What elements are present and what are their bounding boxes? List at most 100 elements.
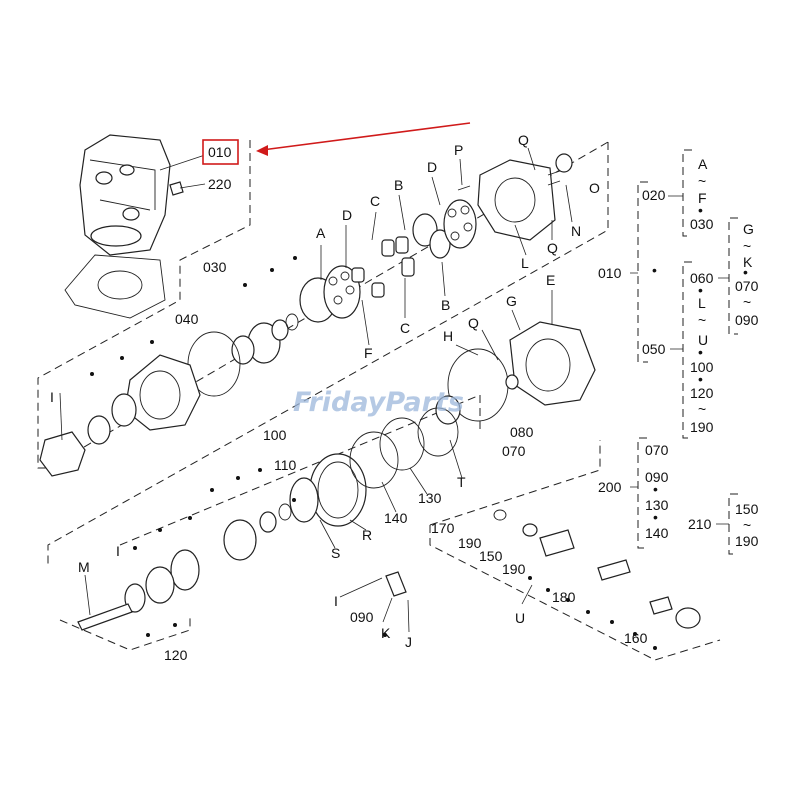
motor-assembly-illustration: [64, 134, 206, 319]
tree-030: 030: [690, 216, 714, 232]
bracket-020: [682, 149, 692, 237]
bracket-060: [728, 217, 738, 335]
label-K: K: [381, 625, 391, 641]
label-G: G: [506, 293, 517, 309]
label-040: 040: [175, 311, 199, 327]
label-T: T: [457, 474, 466, 490]
label-C1: C: [370, 193, 380, 209]
label-160: 160: [624, 630, 648, 646]
label-140: 140: [384, 510, 408, 526]
label-110: 110: [274, 457, 297, 473]
label-100: 100: [263, 427, 287, 443]
label-A: A: [316, 225, 326, 241]
label-010: 010: [208, 144, 232, 160]
label-I3: I: [116, 543, 120, 559]
watermark-logo: FridayParts: [293, 387, 464, 418]
tree-120: 120: [690, 385, 714, 401]
tree-100: 100: [690, 359, 714, 375]
label-090: 090: [350, 609, 374, 625]
label-B1: B: [394, 177, 403, 193]
tree-tilde-5: ~: [698, 401, 706, 417]
tree-L: L: [698, 295, 706, 311]
bracket-010: [637, 181, 648, 363]
label-E: E: [546, 272, 555, 288]
upper-parts-illustration: [39, 153, 573, 477]
group-outline-main: [37, 140, 609, 469]
tree-dot-6: •: [698, 371, 703, 387]
label-Q3: Q: [468, 315, 479, 331]
tree-130: 130: [645, 497, 669, 513]
tree-070b: 070: [645, 442, 669, 458]
label-180: 180: [552, 589, 576, 605]
label-J: J: [405, 634, 412, 650]
group-outline-main-lower: [47, 142, 609, 565]
tree-200: 200: [598, 479, 622, 495]
label-R: R: [362, 527, 372, 543]
label-U: U: [515, 610, 525, 626]
label-190a: 190: [458, 535, 482, 551]
leader-lines: [59, 147, 573, 633]
bracket-200: [637, 437, 647, 549]
label-Q2: Q: [547, 240, 558, 256]
tree-tilde-2: ~: [743, 238, 751, 254]
label-080: 080: [510, 424, 534, 440]
label-P: P: [454, 142, 463, 158]
tree-dot-4: •: [698, 282, 703, 298]
tree-090: 090: [735, 312, 759, 328]
pointer-arrow-line: [261, 122, 471, 151]
label-120: 120: [164, 647, 188, 663]
tree-G: G: [743, 221, 754, 237]
label-L: L: [521, 255, 529, 271]
tree-190b: 190: [735, 533, 759, 549]
tree-050: 050: [642, 341, 666, 357]
label-H: H: [443, 328, 453, 344]
tree-F: F: [698, 190, 707, 206]
tree-060: 060: [690, 270, 714, 286]
tree-020: 020: [642, 187, 666, 203]
label-S: S: [331, 545, 340, 561]
label-150: 150: [479, 548, 503, 564]
tree-190: 190: [690, 419, 714, 435]
tree-K: K: [743, 254, 753, 270]
reference-dots: [90, 256, 657, 650]
label-D2: D: [427, 159, 437, 175]
label-030: 030: [203, 259, 227, 275]
label-220: 220: [208, 176, 232, 192]
tree-dot-2: •: [743, 264, 748, 280]
tree-210: 210: [688, 516, 712, 532]
label-N: N: [571, 223, 581, 239]
part-number-tree: 020 A ~ F • 030 G ~ K • 070 ~ 090 010 • …: [598, 149, 759, 555]
label-190b: 190: [502, 561, 526, 577]
tree-tilde-4: ~: [698, 312, 706, 328]
label-130: 130: [418, 490, 442, 506]
bracket-050: [682, 261, 692, 439]
label-I2: I: [50, 389, 54, 405]
tree-dot-3: •: [652, 262, 657, 278]
lower-parts-illustration: [77, 503, 701, 631]
label-Q1: Q: [518, 132, 529, 148]
tree-tilde-1: ~: [698, 173, 706, 189]
tree-070: 070: [735, 278, 759, 294]
highlight-box-010: [202, 139, 239, 165]
label-M: M: [78, 559, 90, 575]
label-O: O: [589, 180, 600, 196]
pointer-arrow-head: [256, 145, 268, 156]
tree-A: A: [698, 156, 708, 172]
tree-dot-8: •: [653, 509, 658, 525]
part-labels: 010 220 030 040 A D C B D P Q O Q N L B …: [50, 132, 648, 663]
group-outline-U: [429, 440, 721, 661]
tree-tilde-3: ~: [743, 294, 751, 310]
group-outline-120: [59, 617, 191, 651]
tree-010: 010: [598, 265, 622, 281]
tree-150: 150: [735, 501, 759, 517]
tree-dot-7: •: [653, 481, 658, 497]
tree-dot-1: •: [698, 202, 703, 218]
tree-140: 140: [645, 525, 669, 541]
label-170: 170: [431, 520, 455, 536]
label-D1: D: [342, 207, 352, 223]
label-B2: B: [441, 297, 450, 313]
tree-tilde-6: ~: [743, 517, 751, 533]
tree-dot-5: •: [698, 344, 703, 360]
